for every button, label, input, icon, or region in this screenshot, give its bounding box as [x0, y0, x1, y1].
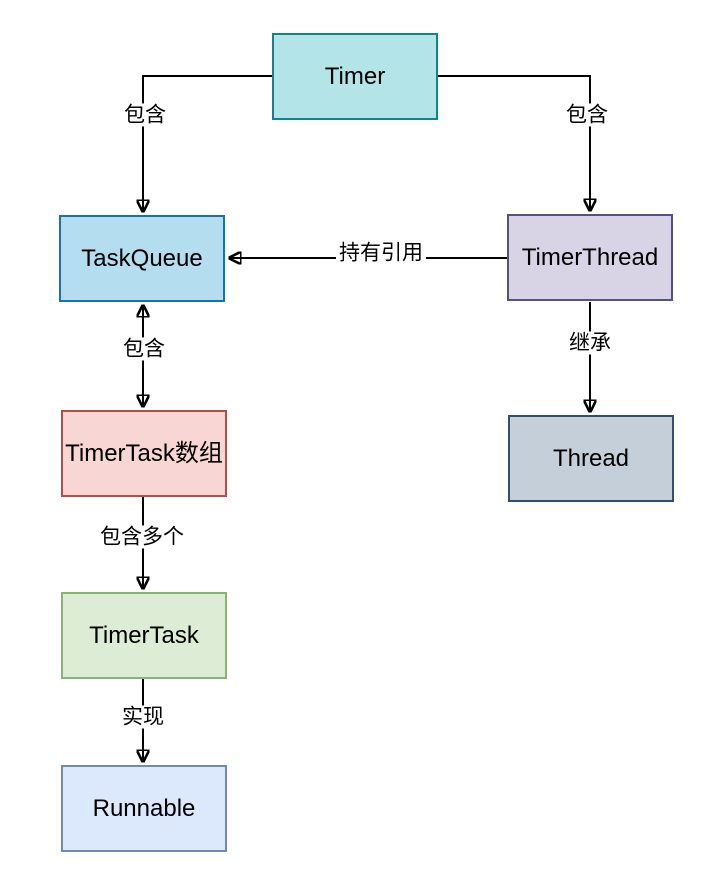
edge-label-contains-multiple: 包含多个: [97, 525, 187, 549]
edge-label-holds-reference: 持有引用: [336, 241, 426, 265]
node-timertask: TimerTask: [61, 592, 227, 679]
node-timertask-array: TimerTask数组: [61, 410, 227, 497]
node-runnable: Runnable: [61, 765, 227, 852]
edge-timer-to-timerthread: [438, 75, 590, 211]
edge-label-contains-array: 包含: [120, 337, 168, 361]
node-thread: Thread: [508, 415, 674, 502]
node-timer: Timer: [272, 33, 438, 120]
edge-timer-to-taskqueue: [143, 75, 272, 212]
edge-label-contains-right: 包含: [563, 103, 611, 127]
node-timerthread: TimerThread: [507, 214, 673, 301]
edge-label-implements: 实现: [119, 705, 167, 729]
edge-label-contains-left: 包含: [121, 103, 169, 127]
node-taskqueue: TaskQueue: [59, 215, 225, 302]
edge-label-inherits: 继承: [566, 331, 614, 355]
